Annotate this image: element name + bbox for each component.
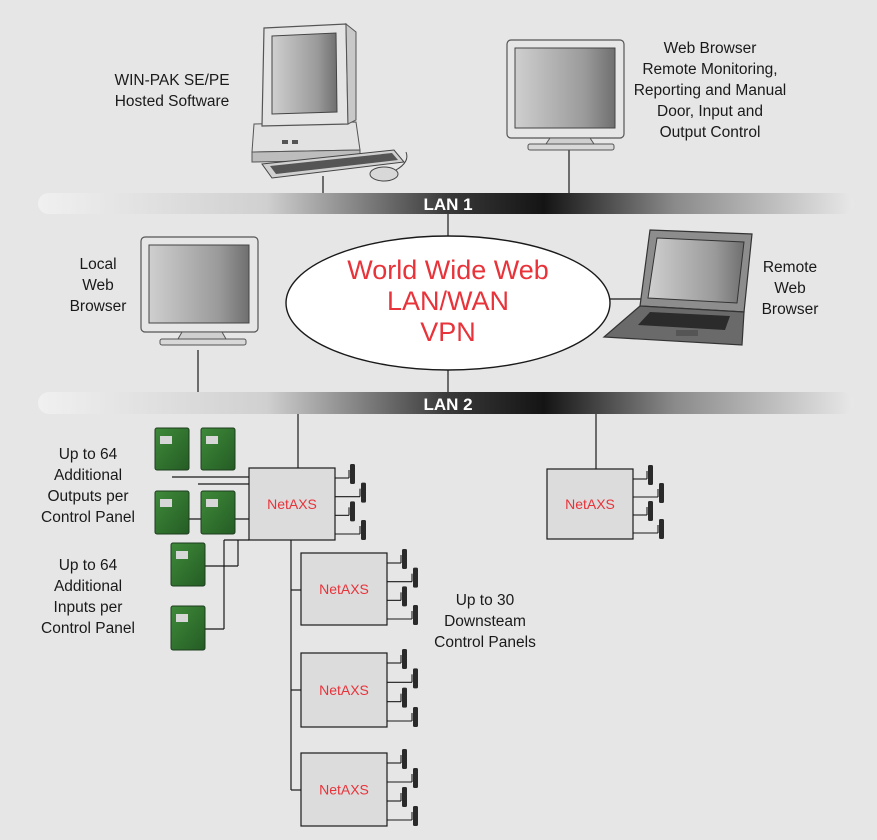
cloud-label-line: World Wide Web — [347, 255, 549, 285]
door-reader-icon — [633, 483, 664, 503]
outputs-label-line: Outputs per — [47, 488, 129, 505]
web-browser-label-line: Remote Monitoring, — [642, 61, 778, 78]
inputs-label-line: Up to 64 — [58, 557, 118, 574]
outputs-label-line: Additional — [53, 467, 123, 484]
netaxs-panel: NetAXS — [300, 649, 418, 728]
outputs-label: Up to 64 Additional Outputs per Control … — [30, 444, 146, 528]
inputs-label-line: Control Panel — [41, 620, 135, 637]
netaxs-panel: NetAXS — [300, 549, 418, 626]
web-browser-label-line: Door, Input and — [657, 103, 763, 120]
netaxs-panel: NetAXS — [300, 749, 418, 827]
web-browser-label-line: Output Control — [659, 124, 761, 141]
web-browser-label: Web Browser Remote Monitoring, Reporting… — [620, 38, 800, 143]
web-browser-label-line: Reporting and Manual — [633, 82, 787, 99]
downstream-label: Up to 30 Downsteam Control Panels — [420, 590, 550, 653]
netaxs-panel-label: NetAXS — [319, 782, 369, 798]
downstream-label-line: Control Panels — [434, 634, 536, 651]
downstream-label-line: Up to 30 — [455, 592, 515, 609]
remote-browser-label-line: Browser — [761, 301, 819, 318]
door-reader-icon — [387, 649, 407, 669]
inputs-label-line: Additional — [53, 578, 123, 595]
connection-lines — [172, 148, 652, 791]
door-reader-icon — [387, 668, 418, 689]
door-reader-icon — [633, 465, 653, 485]
cloud-label-line: VPN — [420, 317, 476, 347]
remote-browser-label-line: Web — [774, 280, 806, 297]
inputs-label-line: Inputs per — [53, 599, 123, 616]
lan1-bar: LAN 1 — [38, 193, 854, 214]
door-reader-icon — [387, 806, 418, 826]
netaxs-panel-label: NetAXS — [319, 581, 369, 597]
door-reader-icon — [387, 687, 407, 708]
door-reader-icon — [387, 707, 418, 727]
winpak-label: WIN-PAK SE/PE Hosted Software — [100, 70, 244, 112]
outputs-label-line: Control Panel — [41, 509, 135, 526]
door-reader-icon — [633, 501, 653, 521]
monitor-icon — [140, 236, 259, 346]
outputs-label-line: Up to 64 — [58, 446, 118, 463]
door-reader-icon — [387, 787, 407, 807]
netaxs-panel: NetAXS — [546, 465, 664, 540]
local-browser-label: Local Web Browser — [58, 254, 138, 317]
door-reader-icon — [335, 501, 355, 522]
netaxs-panel-label: NetAXS — [267, 496, 317, 512]
local-browser-label-line: Browser — [69, 298, 127, 315]
desktop-computer-icon — [251, 22, 408, 182]
netaxs-panel: NetAXS — [248, 464, 366, 541]
door-reader-icon — [387, 549, 407, 569]
lan2-label: LAN 2 — [423, 395, 472, 414]
local-browser-label-line: Web — [82, 277, 114, 294]
netaxs-panel-label: NetAXS — [565, 496, 615, 512]
netaxs-panel-label: NetAXS — [319, 682, 369, 698]
door-reader-icon — [335, 464, 355, 484]
internet-cloud — [285, 235, 611, 371]
downstream-label-line: Downsteam — [444, 613, 526, 630]
remote-browser-label: Remote Web Browser — [750, 257, 830, 320]
door-reader-icon — [387, 749, 407, 769]
cloud-label: World Wide Web LAN/WAN VPN — [298, 255, 598, 348]
laptop-icon — [602, 229, 753, 346]
winpak-label-line: Hosted Software — [114, 93, 230, 110]
output-expansion-boards — [154, 427, 236, 535]
monitor-icon — [506, 39, 625, 151]
door-reader-icon — [387, 605, 418, 625]
inputs-label: Up to 64 Additional Inputs per Control P… — [30, 555, 146, 639]
remote-browser-label-line: Remote — [762, 259, 818, 276]
door-reader-icon — [387, 768, 418, 788]
door-reader-icon — [633, 519, 664, 539]
netaxs-panels: NetAXS NetAXS NetAXS NetAXS NetAXS — [248, 464, 664, 827]
cloud-label-line: LAN/WAN — [386, 286, 509, 316]
door-reader-icon — [335, 482, 366, 503]
lan1-label: LAN 1 — [423, 195, 472, 214]
lan2-bar: LAN 2 — [38, 392, 854, 414]
web-browser-label-line: Web Browser — [663, 40, 757, 57]
door-reader-icon — [335, 520, 366, 540]
winpak-label-line: WIN-PAK SE/PE — [114, 72, 230, 89]
door-reader-icon — [387, 586, 407, 607]
local-browser-label-line: Local — [79, 256, 117, 273]
door-reader-icon — [387, 567, 418, 588]
input-expansion-boards — [170, 542, 206, 651]
